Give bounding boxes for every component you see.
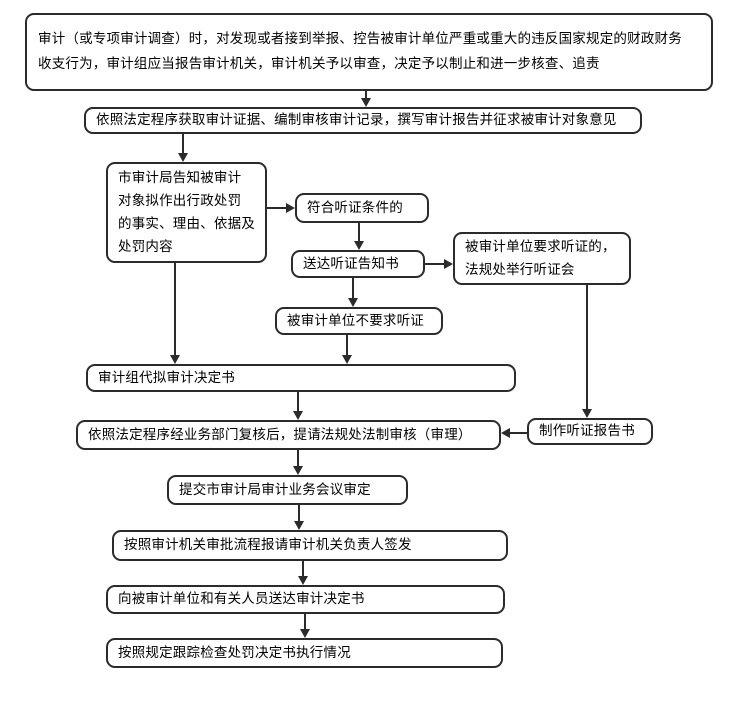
edge-13-arrowhead xyxy=(298,576,308,585)
edge-7-line xyxy=(346,335,348,357)
edge-2-arrowhead xyxy=(286,203,295,213)
edge-5-arrowhead xyxy=(348,298,358,307)
edge-14-line xyxy=(304,614,306,631)
node-deliver-hearing-notice: 送达听证告知书 xyxy=(291,250,425,278)
node-follow-up-check: 按照规定跟踪检查处罚决定书执行情况 xyxy=(106,638,503,668)
edge-3-line xyxy=(358,223,360,243)
edge-8-line xyxy=(297,392,299,413)
edge-12-arrowhead xyxy=(294,521,304,530)
edge-1-arrowhead xyxy=(178,153,188,162)
edge-12-line xyxy=(298,505,300,523)
node-legal-review: 依照法定程序经业务部门复核后，提请法规处法制审核（审理） xyxy=(76,420,501,450)
edge-8-arrowhead xyxy=(293,411,303,420)
node-leader-signoff: 按照审计机关审批流程报请审计机关负责人签发 xyxy=(112,530,508,561)
edge-10-arrowhead xyxy=(501,428,510,438)
edge-11-arrowhead xyxy=(293,466,303,475)
node-hearing-not-requested: 被审计单位不要求听证 xyxy=(275,307,443,335)
edge-7-arrowhead xyxy=(342,355,352,364)
edge-0-line xyxy=(365,91,367,100)
edge-9-line xyxy=(586,285,588,411)
edge-2-line xyxy=(267,207,288,209)
edge-4-line xyxy=(425,263,446,265)
edge-4-arrowhead xyxy=(444,259,453,269)
edge-5-line xyxy=(352,278,354,300)
node-deliver-audit-decision: 向被审计单位和有关人员送达审计决定书 xyxy=(106,585,505,614)
edge-1-line xyxy=(182,134,184,155)
edge-9-arrowhead xyxy=(582,409,592,418)
node-draft-audit-decision: 审计组代拟审计决定书 xyxy=(86,364,516,392)
edge-14-arrowhead xyxy=(300,629,310,638)
node-hearing-report: 制作听证报告书 xyxy=(527,418,653,445)
edge-0-arrowhead xyxy=(361,98,371,107)
edge-10-line xyxy=(508,432,527,434)
edge-6-arrowhead xyxy=(170,355,180,364)
node-meets-hearing-criteria: 符合听证条件的 xyxy=(295,193,429,223)
node-hearing-requested: 被审计单位要求听证的， 法规处举行听证会 xyxy=(453,232,631,285)
edge-6-line xyxy=(174,263,176,357)
node-notify-penalty: 市审计局告知被审计 对象拟作出行政处罚 的事实、理由、依据及 处罚内容 xyxy=(106,162,267,263)
edge-3-arrowhead xyxy=(354,241,364,250)
edge-13-line xyxy=(302,561,304,578)
node-report-violation: 审计（或专项审计调查）时，对发现或者接到举报、控告被审计单位严重或重大的违反国家… xyxy=(25,13,713,91)
node-audit-business-meeting: 提交市审计局审计业务会议审定 xyxy=(167,475,408,505)
node-obtain-evidence: 依照法定程序获取审计证据、编制审核审计记录，撰写审计报告并征求被审计对象意见 xyxy=(84,107,642,134)
edge-11-line xyxy=(297,450,299,468)
